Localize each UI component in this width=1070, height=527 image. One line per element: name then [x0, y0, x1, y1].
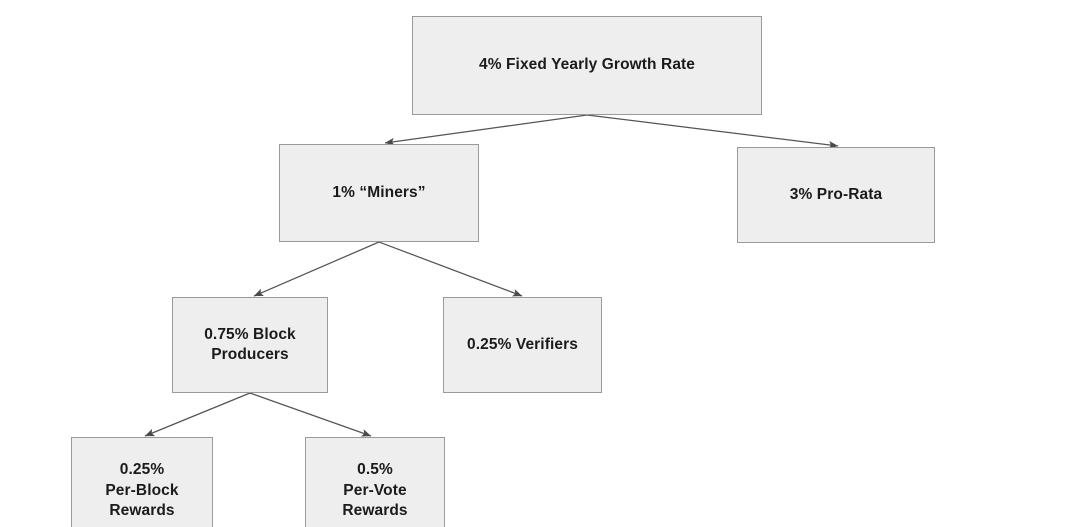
node-pro-rata[interactable]: 3% Pro-Rata [737, 147, 935, 243]
node-per-block-rewards[interactable]: 0.25% Per-Block Rewards [71, 437, 213, 527]
node-label: 3% Pro-Rata [789, 185, 883, 203]
node-block-producers[interactable]: 0.75% Block Producers [172, 297, 328, 393]
node-per-vote-rewards[interactable]: 0.5% Per-Vote Rewards [305, 437, 445, 527]
node-label: 0.75% Block Producers [204, 325, 296, 363]
edge-miners-to-verifiers [378, 241, 523, 297]
edge-root-to-miners [384, 114, 588, 146]
node-label: 1% “Miners” [332, 183, 426, 201]
node-label: 0.5% Per-Vote Rewards [342, 461, 408, 520]
node-label: 4% Fixed Yearly Growth Rate [478, 56, 696, 74]
node-label: 0.25% Verifiers [467, 335, 578, 353]
node-verifiers[interactable]: 0.25% Verifiers [443, 297, 602, 393]
edge-block-producers-to-per-block-rewards [144, 392, 251, 437]
edge-miners-to-block-producers [253, 241, 380, 297]
edge-root-to-prorata [586, 114, 839, 149]
node-miners[interactable]: 1% “Miners” [279, 144, 479, 242]
node-label: 0.25% Per-Block Rewards [105, 461, 179, 520]
edge-block-producers-to-per-vote-rewards [249, 392, 372, 437]
node-fixed-yearly-growth-rate[interactable]: 4% Fixed Yearly Growth Rate [412, 16, 762, 115]
